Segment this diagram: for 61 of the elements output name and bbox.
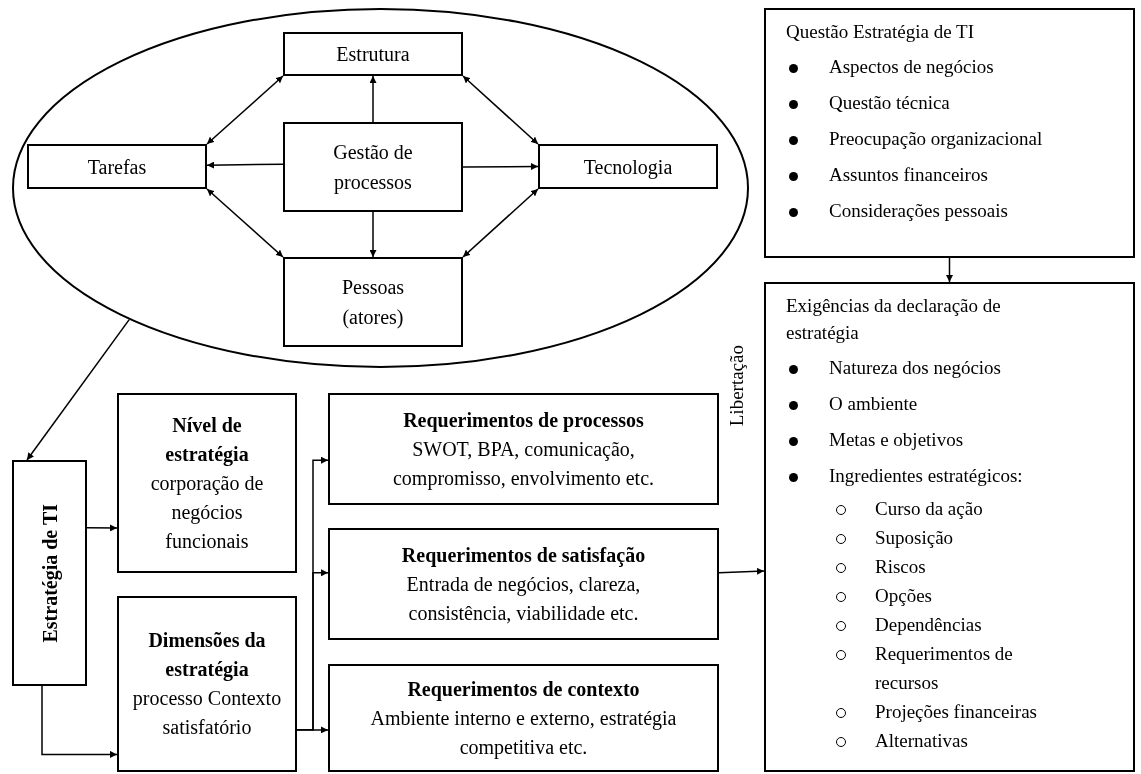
list-item: Considerações pessoais <box>829 199 1008 223</box>
process-box <box>328 393 719 505</box>
arrow <box>462 75 539 145</box>
list-box <box>764 282 1135 772</box>
process-box <box>27 144 207 189</box>
list-item: Requerimentos de recursos <box>875 642 1014 695</box>
arrow <box>86 524 118 532</box>
box-heading: Requerimentos de satisfação <box>401 542 646 569</box>
list-item: Dependências <box>875 613 983 637</box>
box-text: processo Contexto satisfatório <box>132 686 282 740</box>
process-box <box>117 596 297 772</box>
box-text: Ambiente interno e externo, estratégia competitiva etc. <box>369 705 678 761</box>
list-heading: Exigências da declaração de estratégia <box>786 294 1002 345</box>
arrow <box>206 75 284 145</box>
arrow <box>718 567 765 575</box>
arrow <box>462 163 539 171</box>
process-box <box>328 664 719 772</box>
arrow <box>369 75 377 123</box>
arrow <box>206 161 284 169</box>
arrow <box>946 257 953 283</box>
box-heading: Requerimentos de processos <box>403 407 644 434</box>
list-item: Alternativas <box>875 729 969 753</box>
list-item: Ingredientes estratégicos: <box>829 464 1023 488</box>
process-box <box>283 257 463 347</box>
arrow <box>26 318 130 461</box>
node-text: Estratégia de TI <box>37 503 62 643</box>
box-heading: Requerimentos de contexto <box>407 676 640 703</box>
list-item: Questão técnica <box>829 91 950 115</box>
arrow <box>296 726 329 734</box>
list-item: Suposição <box>875 526 955 550</box>
list-item: Preocupação organizacional <box>829 127 1043 151</box>
node-text: Gestão de processos <box>332 140 414 196</box>
process-box <box>283 32 463 76</box>
list-item: Assuntos financeiros <box>829 163 988 187</box>
list-item: Aspectos de negócios <box>829 55 994 79</box>
arrow <box>369 211 377 258</box>
process-box <box>283 122 463 212</box>
process-box <box>12 460 87 686</box>
list-item: Curso da ação <box>875 497 984 521</box>
box-text: Entrada de negócios, clareza, consistência, viabilidade etc. <box>405 571 642 626</box>
list-box <box>764 8 1135 258</box>
list-item: Metas e objetivos <box>829 428 964 452</box>
list-heading: Questão Estratégia de TI <box>786 20 975 44</box>
list-item: Opções <box>875 584 933 608</box>
list-item: Natureza dos negócios <box>829 356 1001 380</box>
vertical-label: Libertação <box>725 345 748 427</box>
arrow <box>206 188 284 258</box>
arrow <box>462 188 539 258</box>
process-box <box>328 528 719 640</box>
process-box <box>538 144 718 189</box>
list-item: Riscos <box>875 555 927 579</box>
node-text: Tarefas <box>87 154 147 180</box>
node-text: Tecnologia <box>583 154 673 181</box>
box-text: SWOT, BPA, comunicação, compromisso, envolvimento etc. <box>391 436 656 492</box>
list-item: O ambiente <box>829 392 918 416</box>
node-text: Estrutura <box>336 42 410 67</box>
list-item: Projeções financeiras <box>875 700 1038 724</box>
process-box <box>117 393 297 573</box>
node-text: Pessoas (atores) <box>340 275 406 331</box>
arrow <box>41 685 118 758</box>
box-text: corporação de negócios funcionais <box>149 470 265 554</box>
